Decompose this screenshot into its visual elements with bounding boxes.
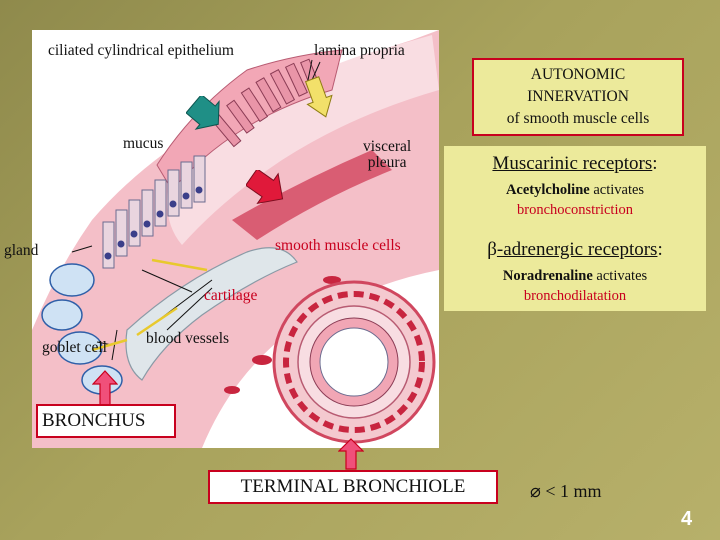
bronchus-illustration [32,30,439,448]
label-visceral: visceral [363,138,412,155]
muscarinic-heading: Muscarinic receptors: [444,152,706,176]
smooth-muscle-band [232,150,392,240]
beta-adrenergic-receptors-text: -adrenergic receptors [496,239,658,260]
leader-lines-yellow [91,258,208,352]
beta-colon: : [657,239,663,260]
beta-verb: activates [592,268,648,284]
label-pleura: pleura [367,153,407,171]
page-number: 4 [681,508,693,530]
bronchus-histology-drawing [32,30,439,448]
autonomic-innervation-box: AUTONOMIC INNERVATION of smooth muscle c… [472,58,684,136]
label-cartilage: cartilage [204,287,258,304]
muscarinic-verb: activates [589,182,645,198]
title-line-1: AUTONOMIC [530,66,626,83]
label-blood-vessels: blood vessels [146,330,230,347]
acetylcholine-text: Acetylcholine [505,182,590,198]
title-line-2: INNERVATION [527,88,629,105]
label-goblet-cell: goblet cell [42,339,107,356]
bronchus-label: BRONCHUS [36,404,176,438]
terminal-bronchiole-label: TERMINAL BRONCHIOLE [208,470,498,504]
muscarinic-receptors-text: Muscarinic receptors [492,153,653,174]
label-visceral-pleura: visceral pleura [363,139,411,170]
yellow-arrow-icon [304,76,333,118]
label-gland: gland [4,242,39,259]
muscarinic-colon: : [652,153,658,174]
label-ciliated-epithelium: ciliated cylindrical epithelium [48,42,234,59]
label-lamina-propria: lamina propria [314,42,405,59]
diameter-label: ⌀ < 1 mm [530,481,602,501]
blood-vessels [224,276,341,394]
receptors-box: Muscarinic receptors: Acetylcholine acti… [444,146,706,311]
title-line-3: of smooth muscle cells [506,110,650,127]
muscarinic-description: Acetylcholine activates bronchoconstrict… [444,180,706,220]
bronchoconstriction-text: bronchoconstriction [517,202,633,218]
cartilage-plate [125,247,298,381]
bronchodilatation-text: bronchodilatation [523,288,627,304]
up-arrow-icon-bronchus [92,370,118,406]
terminal-bronchiole-section [272,280,436,444]
up-arrow-icon-terminal [338,438,364,470]
beta-adrenergic-heading: β-adrenergic receptors: [444,238,706,262]
label-smooth-muscle-cells: smooth muscle cells [275,237,401,254]
teal-arrow-icon [186,96,220,130]
columnar-epithelium [102,155,206,269]
cell-nuclei [104,186,203,260]
red-arrow-icon [246,170,284,205]
gland-structure [41,263,123,395]
label-mucus: mucus [123,135,164,152]
beta-description: Noradrenaline activates bronchodilatatio… [444,266,706,306]
lamina-propria-layer [167,35,439,245]
noradrenaline-text: Noradrenaline [502,268,593,284]
beta-symbol: β [487,239,497,260]
